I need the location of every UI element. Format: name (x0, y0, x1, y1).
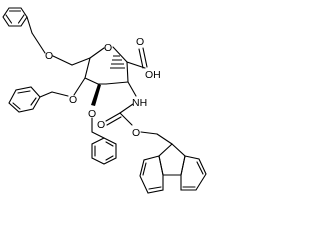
bond-carbamate-double-a (105, 112, 121, 122)
nitrogen-amide: NH (132, 97, 147, 109)
oxygen-carbonyl: O (136, 36, 144, 48)
c3-stereo-wedge (91, 84, 101, 106)
oxygen-fmoc-ester: O (132, 127, 140, 139)
bond-ch2-ring-left (39, 91, 53, 98)
pyranose-ring (71, 46, 129, 85)
fluorene-system (139, 143, 207, 194)
bond-o6-c6 (52, 55, 73, 66)
bond-carbonyl-double-a (138, 48, 144, 69)
bond-c1-carboxyl (126, 61, 146, 69)
chemical-structure: O O O OH O O (2, 7, 207, 194)
bond-o4-ch2 (51, 91, 69, 97)
bond-n-carbamate (119, 103, 134, 114)
bond-ch2-c9 (156, 133, 173, 145)
bond-carbamate-o (119, 112, 133, 126)
oxygen-fmoc-carbonyl: O (97, 119, 105, 131)
bond-c2-n (127, 81, 137, 97)
benzyl-ring-left (8, 86, 41, 113)
bond-ch2-top (26, 16, 33, 34)
oxygen-benzyloxy-6: O (45, 50, 53, 62)
bond-o-ch2-fmoc (140, 131, 158, 135)
oxygen-ring: O (104, 42, 112, 54)
c1-stereo-hash (110, 55, 125, 69)
oxygen-acid: OH (145, 69, 161, 81)
oxygen-benzyloxy-3: O (88, 108, 96, 120)
bond-ch2-o6 (31, 32, 46, 54)
bond-c4-o4 (73, 77, 86, 96)
bond-carbamate-double-b (106, 116, 122, 126)
oxygen-benzyloxy-4: O (69, 94, 77, 106)
benzyl-ring-top (2, 7, 28, 27)
benzyl-ring-bottom (91, 137, 117, 165)
bond-carbonyl-double-b (142, 47, 148, 68)
bond-ch2-ring-bottom (91, 131, 105, 139)
